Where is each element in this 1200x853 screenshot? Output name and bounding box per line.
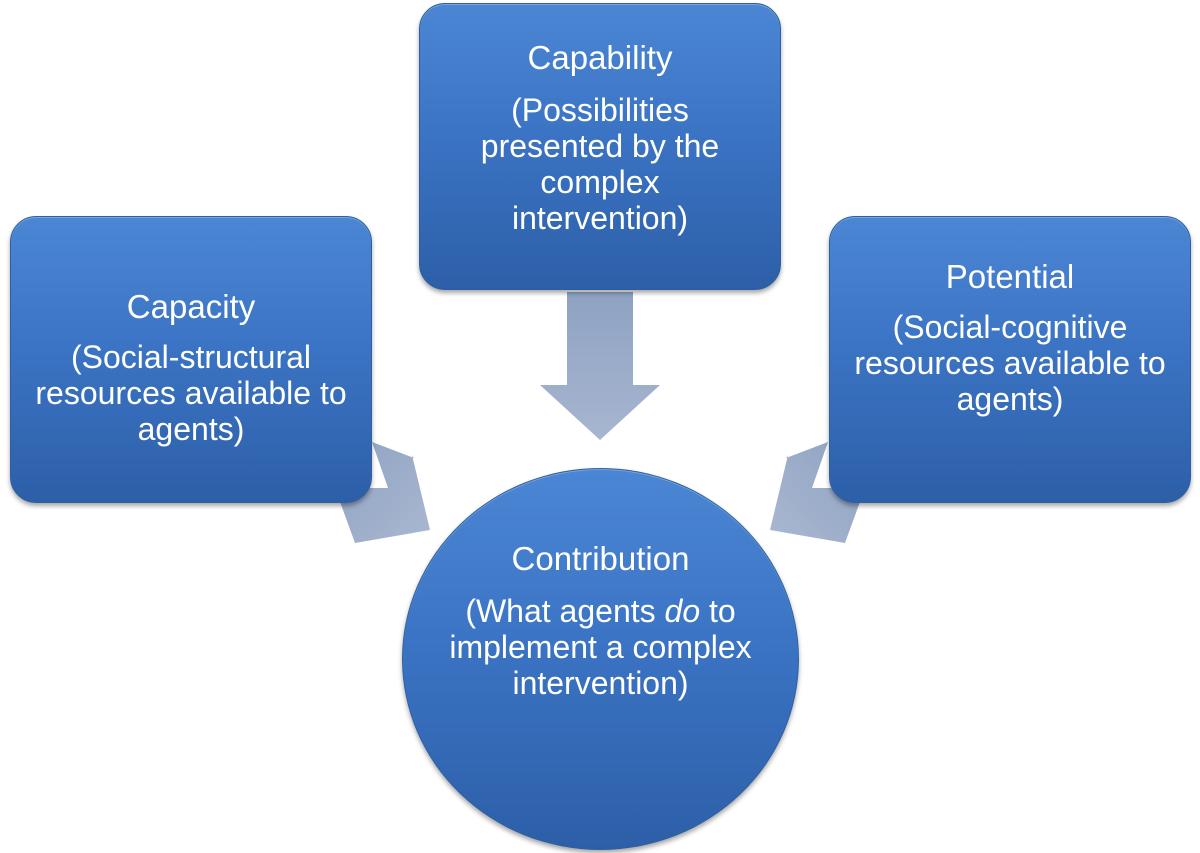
capability-title: Capability [527, 39, 673, 76]
potential-description: (Social-cognitive resources available to… [854, 309, 1166, 417]
arrow-potential-to-contribution [770, 442, 865, 543]
contribution-description-suffix: to implement a complex intervention) [449, 593, 752, 701]
capacity-box: Capacity (Social-structural resources av… [10, 216, 372, 503]
capability-box: Capability (Possibilities presented by t… [419, 3, 781, 290]
arrow-capability-to-contribution [540, 292, 660, 440]
contribution-title: Contribution [511, 540, 690, 577]
capacity-description: (Social-structural resources available t… [35, 339, 347, 447]
capability-description: (Possibilities presented by the complex … [480, 92, 720, 236]
contribution-description-prefix: (What agents [465, 593, 665, 629]
contribution-circle: Contribution (What agents do to implemen… [402, 468, 799, 850]
arrow-capacity-to-contribution [335, 442, 430, 543]
potential-box: Potential (Social-cognitive resources av… [829, 216, 1191, 503]
capacity-title: Capacity [126, 288, 256, 325]
potential-title: Potential [945, 258, 1075, 295]
contribution-description: (What agents do to implement a complex i… [441, 593, 761, 701]
contribution-description-emphasis: do [664, 593, 701, 629]
